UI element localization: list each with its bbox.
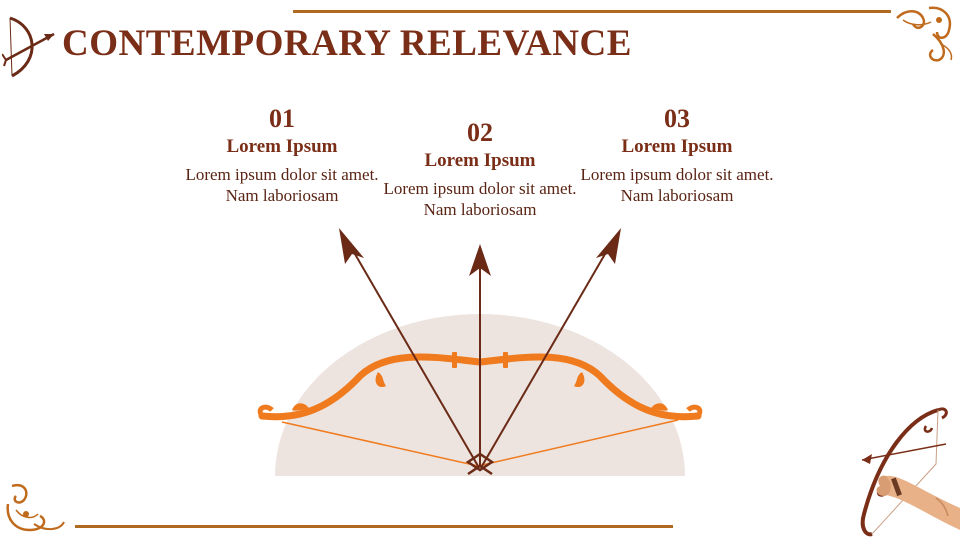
bottom-divider (75, 525, 673, 528)
arrowhead-right (596, 228, 621, 264)
bow-tip-right (686, 404, 703, 418)
arrowhead-left (339, 228, 364, 264)
page-title: CONTEMPORARY RELEVANCE (62, 23, 632, 64)
point-heading: Lorem Ipsum (226, 136, 338, 157)
point-number: 02 (467, 118, 493, 147)
point-03: 03 Lorem Ipsum Lorem ipsum dolor sit ame… (577, 104, 777, 206)
point-body: Lorem ipsum dolor sit amet. Nam laborios… (580, 165, 774, 205)
point-02: 02 Lorem Ipsum Lorem ipsum dolor sit ame… (380, 118, 580, 220)
arrowhead-center (469, 244, 491, 276)
point-heading: Lorem Ipsum (424, 150, 536, 171)
arrow-shaft-right (481, 241, 613, 467)
point-number: 03 (664, 104, 690, 133)
floral-corner-ornament-bottom-left (6, 483, 65, 532)
bow-tip-left (257, 404, 274, 418)
bow-and-arrow-icon (2, 16, 55, 78)
point-01: 01 Lorem Ipsum Lorem ipsum dolor sit ame… (182, 104, 382, 206)
arrow-shaft-left (347, 241, 479, 467)
floral-corner-ornament-top-right (896, 6, 953, 62)
point-number: 01 (269, 104, 295, 133)
top-divider (293, 10, 891, 13)
point-body: Lorem ipsum dolor sit amet. Nam laborios… (383, 179, 577, 219)
archer-arm-with-bow (860, 407, 960, 537)
point-body: Lorem ipsum dolor sit amet. Nam laborios… (185, 165, 379, 205)
point-heading: Lorem Ipsum (621, 136, 733, 157)
